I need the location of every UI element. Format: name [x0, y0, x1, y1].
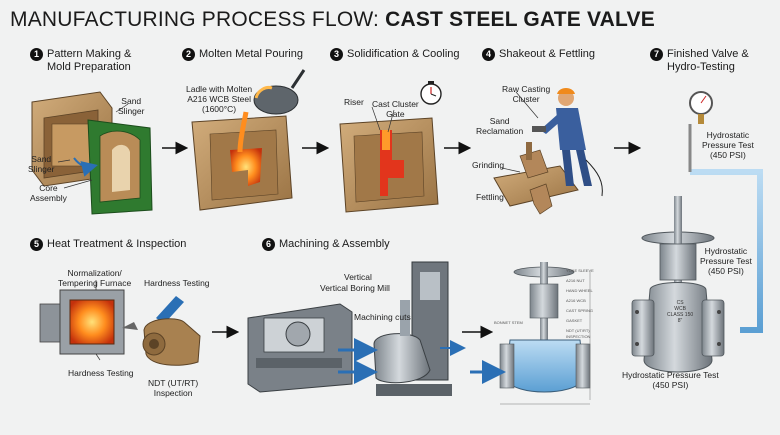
label-hydro-test-bottom: Hydrostatic Pressure Test(450 PSI) [622, 370, 719, 390]
callout-ndt: NDT (UT/RT) [566, 328, 590, 333]
label-hardness-testing-bottom: Hardness Testing [68, 368, 134, 378]
label-hardness-testing-top: Hardness Testing [144, 278, 210, 288]
step-2-number: 2 [182, 48, 195, 61]
finished-valve-illustration [631, 91, 763, 373]
callout-inspection: INSPECTION [566, 334, 591, 339]
callout-bonnet-stem: BONNET STEM [494, 320, 523, 325]
step-5-number: 5 [30, 238, 43, 251]
step-4-number: 4 [482, 48, 495, 61]
label-machining-cuts: Machining cuts [354, 312, 411, 322]
machining-illustration [247, 261, 466, 396]
label-grinding: Grinding [472, 160, 505, 170]
title-main: CAST STEEL GATE VALVE [385, 8, 655, 31]
label-vertical-boring-mill: Vertical Boring Mill [320, 283, 390, 293]
step-7-number: 7 [650, 48, 663, 61]
solidification-illustration [339, 81, 442, 213]
label-vertical: Vertical [344, 272, 372, 282]
callout-a216-nut: A216 NUT [566, 278, 585, 283]
callout-gasket: GASKET [566, 318, 583, 323]
shakeout-illustration [493, 88, 603, 215]
flow-arrows [162, 141, 642, 339]
label-riser: Riser [344, 97, 364, 107]
label-fettling: Fettling [476, 192, 504, 202]
step-6-number: 6 [262, 238, 275, 251]
step-1-number: 1 [30, 48, 43, 61]
mold-preparation-illustration [31, 91, 153, 215]
callout-hand-wheel: HAND WHEEL [566, 288, 593, 293]
heat-treatment-illustration [39, 280, 201, 366]
callout-yoke-sleeve: YOKE SLEEVE [566, 268, 594, 273]
callout-cast-spring: CAST SPRING [566, 308, 594, 313]
label-ndt-inspection: NDT (UT/RT)Inspection [148, 378, 199, 398]
cutaway-valve-drawing [470, 262, 591, 405]
pouring-illustration [191, 69, 306, 211]
callout-a216-wcb: A216 WCB [566, 298, 586, 303]
title-prefix: MANUFACTURING PROCESS FLOW: [10, 8, 380, 31]
step-3-number: 3 [330, 48, 343, 61]
page-title: MANUFACTURING PROCESS FLOW: CAST STEEL G… [10, 8, 655, 32]
label-furnace: Normalization/Tempering Furnace [58, 268, 132, 288]
